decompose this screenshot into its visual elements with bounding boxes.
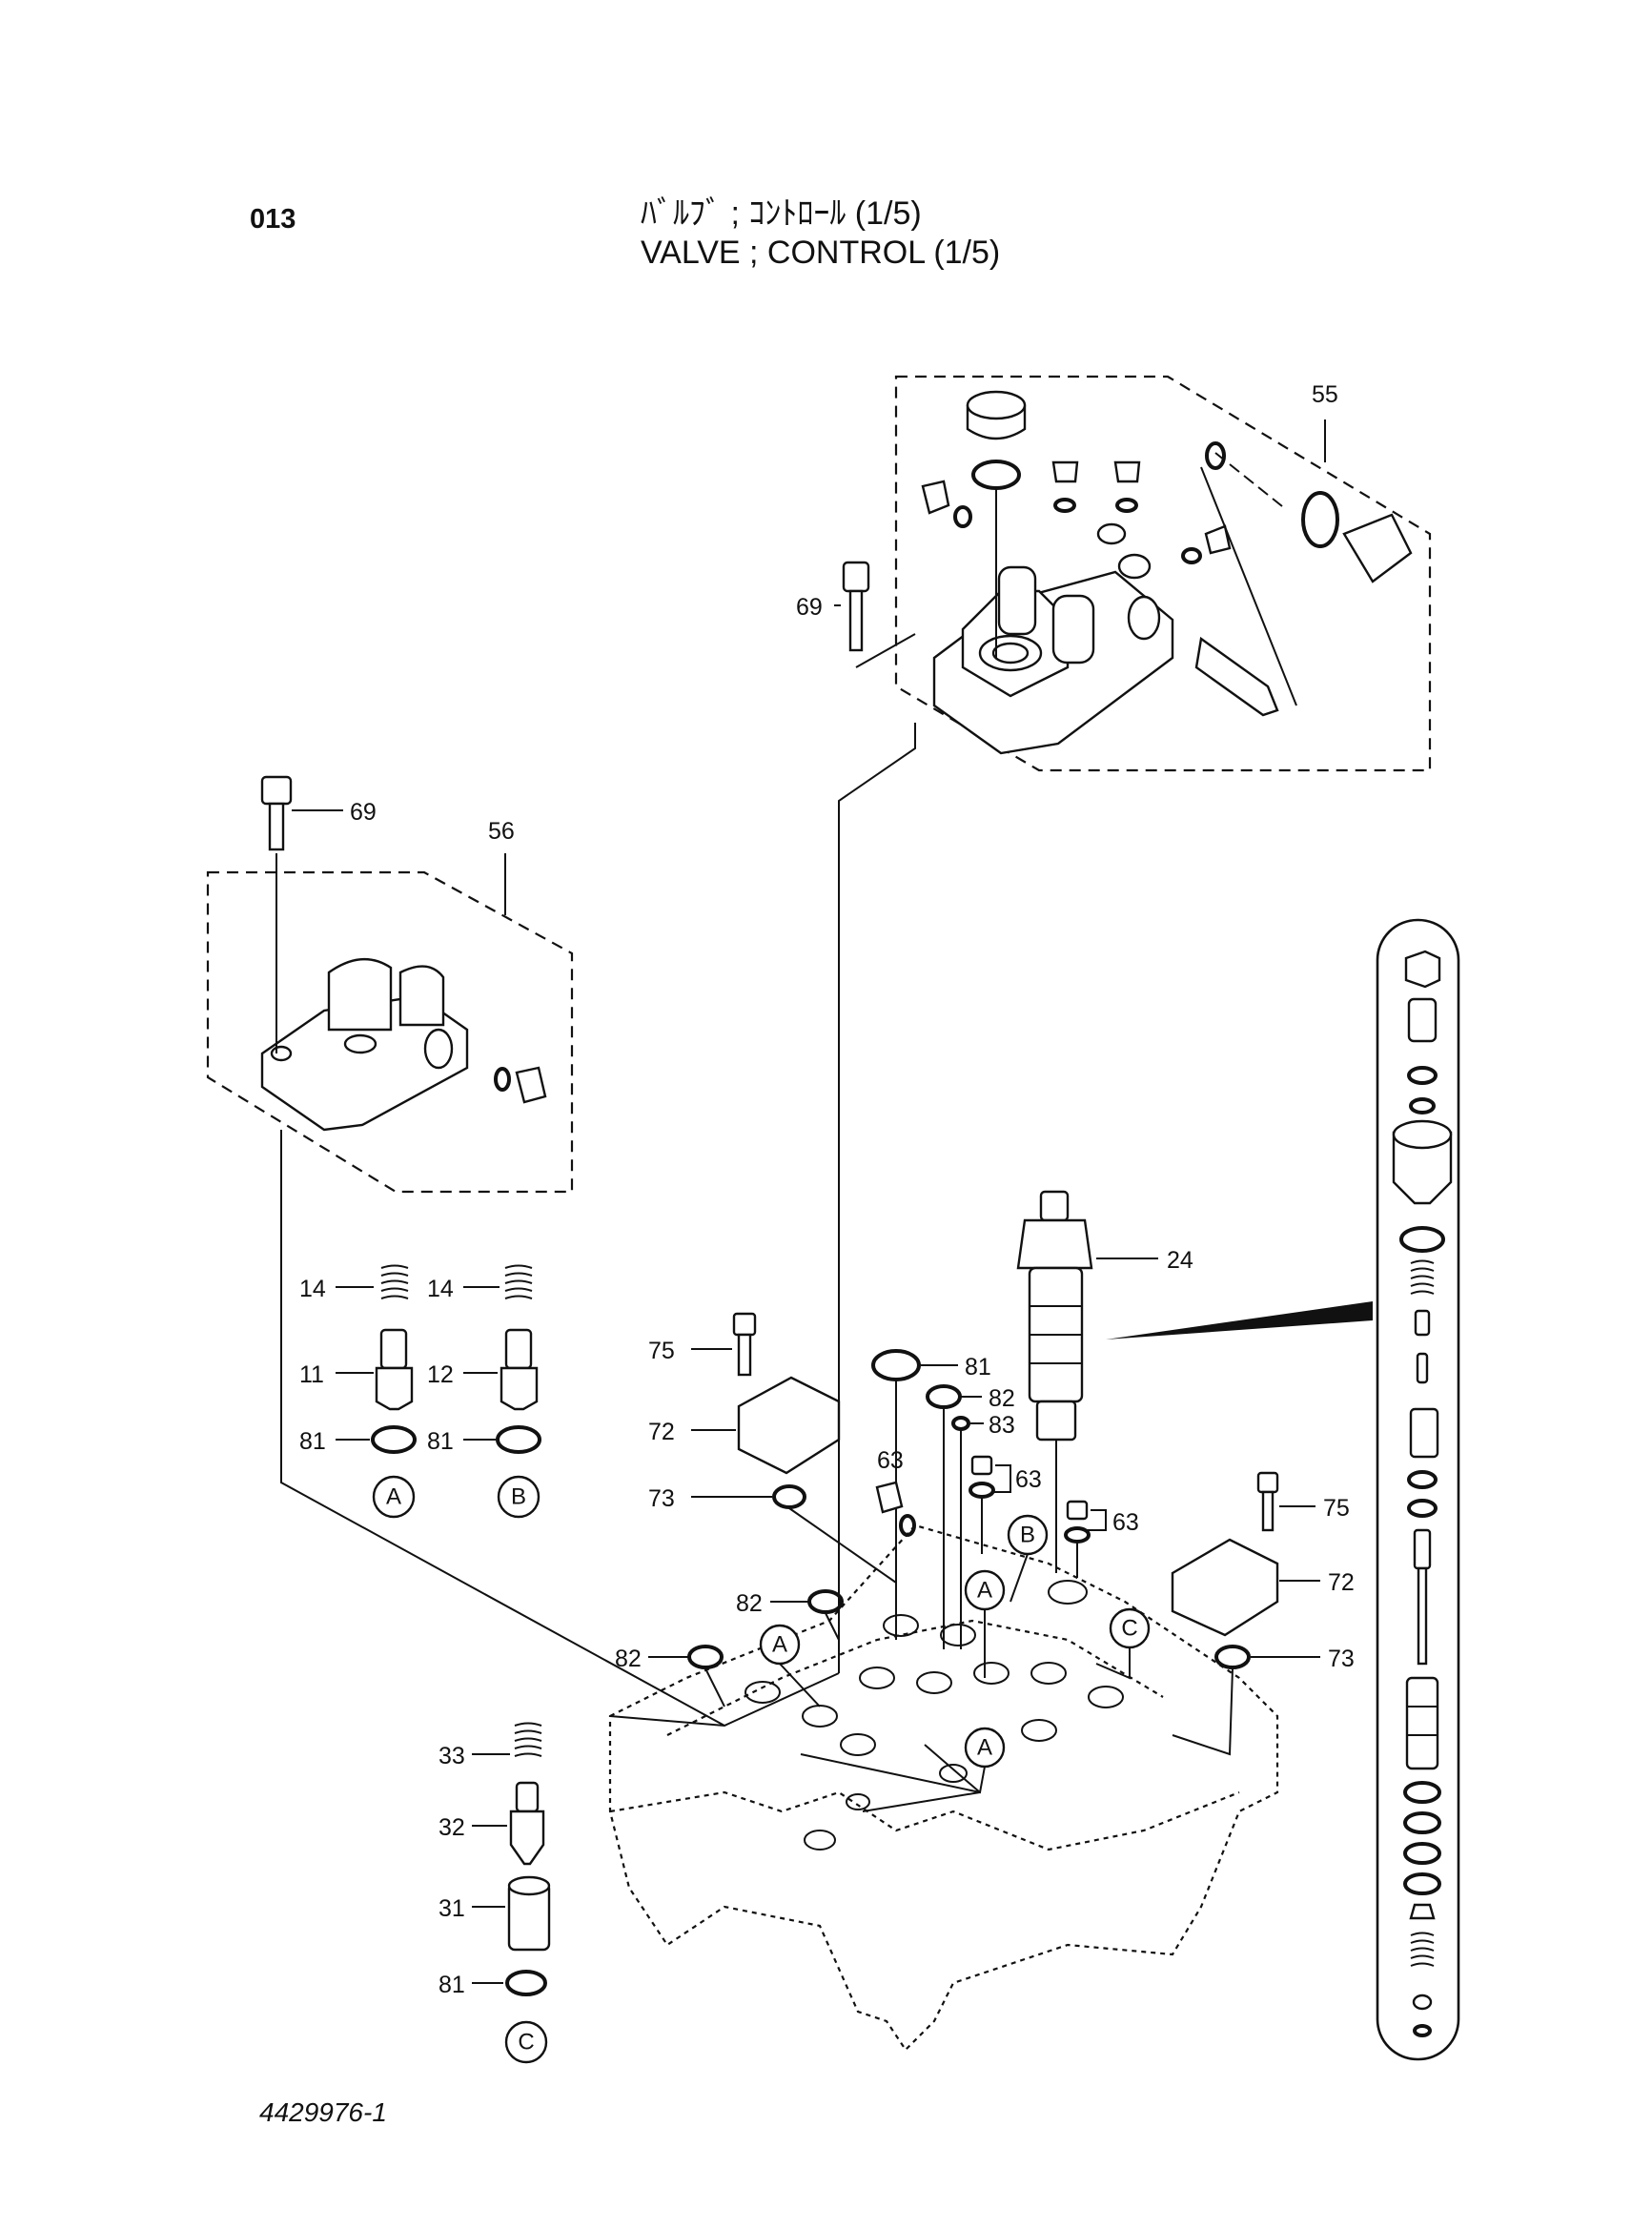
part-label-12: 12 [427, 1361, 454, 1388]
part-label-69-left: 69 [350, 799, 377, 826]
rings-82: 82 82 [615, 1589, 844, 1708]
port-marker-c-left: C [518, 2030, 534, 2055]
part-label-83: 83 [989, 1412, 1015, 1439]
body-ports [744, 1580, 1124, 1851]
port-marker-b-body: B [1020, 1523, 1035, 1548]
part-label-82-top: 82 [989, 1385, 1015, 1412]
part-label-63-mid: 63 [1015, 1466, 1042, 1493]
body-port-markers: B A A A C [759, 1514, 1151, 1812]
part-label-63-left: 63 [877, 1447, 904, 1474]
part-label-24: 24 [1167, 1247, 1193, 1274]
part-label-32: 32 [438, 1814, 465, 1841]
left-parts-a: 14 11 81 A [299, 1264, 417, 1519]
cover-right: 75 72 73 [1171, 1471, 1355, 1756]
part-label-31: 31 [438, 1895, 465, 1922]
left-parts-b: 14 12 81 B [427, 1264, 541, 1519]
cover-left: 75 72 73 [648, 1312, 897, 1584]
relief-valve-24: 24 [1016, 1190, 1373, 1573]
part-label-56: 56 [488, 818, 515, 845]
part-label-33: 33 [438, 1743, 465, 1769]
part-label-55: 55 [1312, 381, 1338, 408]
left-parts-c: 33 32 31 81 C [438, 1722, 551, 2064]
port-marker-a-body-2: A [772, 1632, 787, 1658]
assembly-56: 56 69 [206, 775, 574, 1194]
title-english: VALVE ; CONTROL (1/5) [641, 235, 1001, 271]
part-label-73-right: 73 [1328, 1646, 1355, 1672]
part-label-82-left: 82 [615, 1646, 642, 1672]
part-label-82-mid: 82 [736, 1590, 763, 1617]
port-marker-a-body-3: A [977, 1735, 992, 1761]
part-label-14-a: 14 [299, 1276, 326, 1302]
center-rings: 81 82 83 63 63 63 [871, 1349, 1139, 1649]
part-label-81-b: 81 [427, 1428, 454, 1455]
part-label-75-right: 75 [1323, 1495, 1350, 1522]
part-label-81-c: 81 [965, 1354, 991, 1380]
relief-valve-detail-panel [1376, 918, 1460, 2061]
part-label-75-left: 75 [648, 1338, 675, 1364]
valve-body [608, 1523, 1279, 2052]
part-label-14-b: 14 [427, 1276, 454, 1302]
port-marker-c-body: C [1121, 1616, 1137, 1642]
part-label-72-left: 72 [648, 1419, 675, 1445]
port-marker-a-left: A [386, 1484, 401, 1510]
page-number: 013 [250, 204, 296, 235]
part-label-81-d: 81 [438, 1972, 465, 1998]
port-marker-b-left: B [511, 1484, 526, 1510]
part-label-73-left: 73 [648, 1485, 675, 1512]
part-label-69-top: 69 [796, 594, 823, 621]
part-label-72-right: 72 [1328, 1569, 1355, 1596]
port-marker-a-body-1: A [977, 1578, 992, 1604]
document-number: 4429976-1 [259, 2097, 387, 2127]
part-label-63-right: 63 [1112, 1509, 1139, 1536]
part-label-11: 11 [299, 1361, 324, 1388]
assembly-55: 55 69 [796, 375, 1432, 772]
part-label-81-a: 81 [299, 1428, 326, 1455]
title-japanese: ﾊﾞﾙﾌﾞ ; ｺﾝﾄﾛｰﾙ (1/5) [641, 195, 922, 232]
